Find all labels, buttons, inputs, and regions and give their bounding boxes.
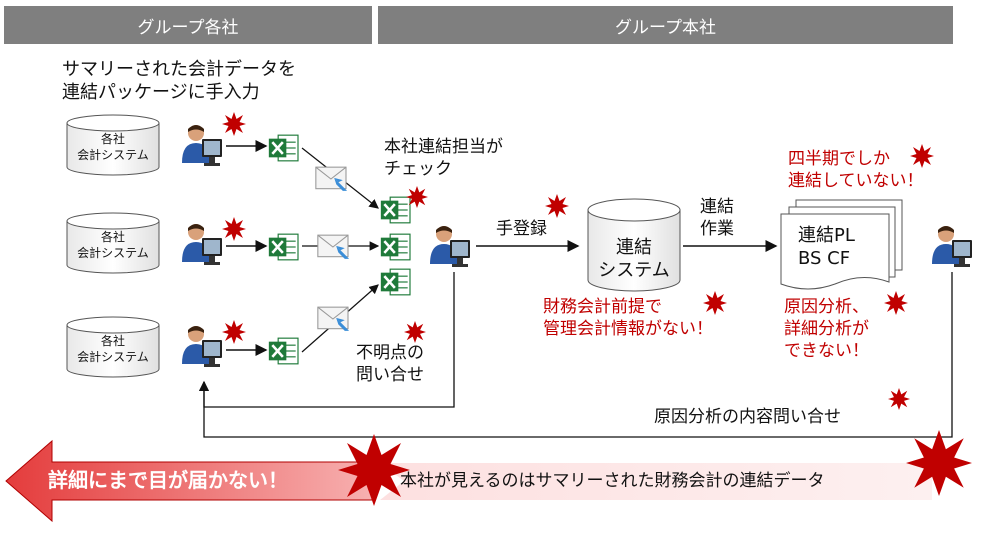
excel-icon [268,337,300,365]
header-group-hq: グループ本社 [378,6,953,44]
subsidiary-db-3-label: 各社 会計システム [77,334,149,364]
excel-icon [268,233,300,261]
hq-check-text: 本社連結担当が チェック [384,137,503,180]
unclear-points-text: 不明点の 問い合せ [356,343,424,386]
consolidation-system-label: 連結 システム [598,237,670,282]
issue-analysis: 原因分析、 詳細分析が できない！ [784,297,869,362]
issue-quarterly: 四半期でしか 連結していない！ [788,149,924,192]
excel-icon [268,134,300,162]
report-label: 連結PL BS CF [798,225,855,270]
issue-management-info: 財務会計前提で 管理会計情報がない！ [543,297,713,340]
warning-burst-icon [222,217,246,241]
warning-burst-icon [406,186,428,208]
cause-inquiry-text: 原因分析の内容問い合せ [654,407,841,427]
header-group-hq-label: グループ本社 [615,17,716,38]
subsidiary-staff-3-icon [182,326,222,367]
header-group-companies: グループ各社 [4,6,372,44]
hq-manager-icon [932,226,972,267]
subsidiary-staff-1-icon [182,125,222,166]
email-icon [317,234,350,261]
header-group-companies-label: グループ各社 [137,17,239,38]
consolidation-work-label: 連結 作業 [700,197,734,240]
warning-burst-icon [222,112,246,136]
manual-entry-label: 手登録 [496,219,547,239]
excel-icon [380,268,412,296]
bottom-right-arrow [380,463,932,500]
warning-burst-large-icon [906,430,972,496]
warning-burst-icon [404,321,426,343]
bottom-left-message: 詳細にまで目が届かない！ [48,468,288,492]
warning-burst-icon [888,388,910,410]
email-icon [315,166,348,193]
warning-burst-icon [222,320,246,344]
consolidated-report-doc [780,199,903,290]
email-icon [317,306,350,333]
excel-icon [380,196,412,224]
subsidiary-db-1-label: 各社 会計システム [77,132,149,162]
warning-burst-icon [545,194,569,218]
warning-burst-icon [884,291,908,315]
bottom-right-message: 本社が見えるのはサマリーされた財務会計の連結データ [400,471,825,491]
intro-text: サマリーされた会計データを 連結パッケージに手入力 [62,59,296,104]
excel-icon [380,233,412,261]
consolidation-system-db [587,198,681,292]
subsidiary-db-2-label: 各社 会計システム [77,230,149,260]
subsidiary-staff-2-icon [182,224,222,265]
hq-staff-icon [430,226,470,267]
